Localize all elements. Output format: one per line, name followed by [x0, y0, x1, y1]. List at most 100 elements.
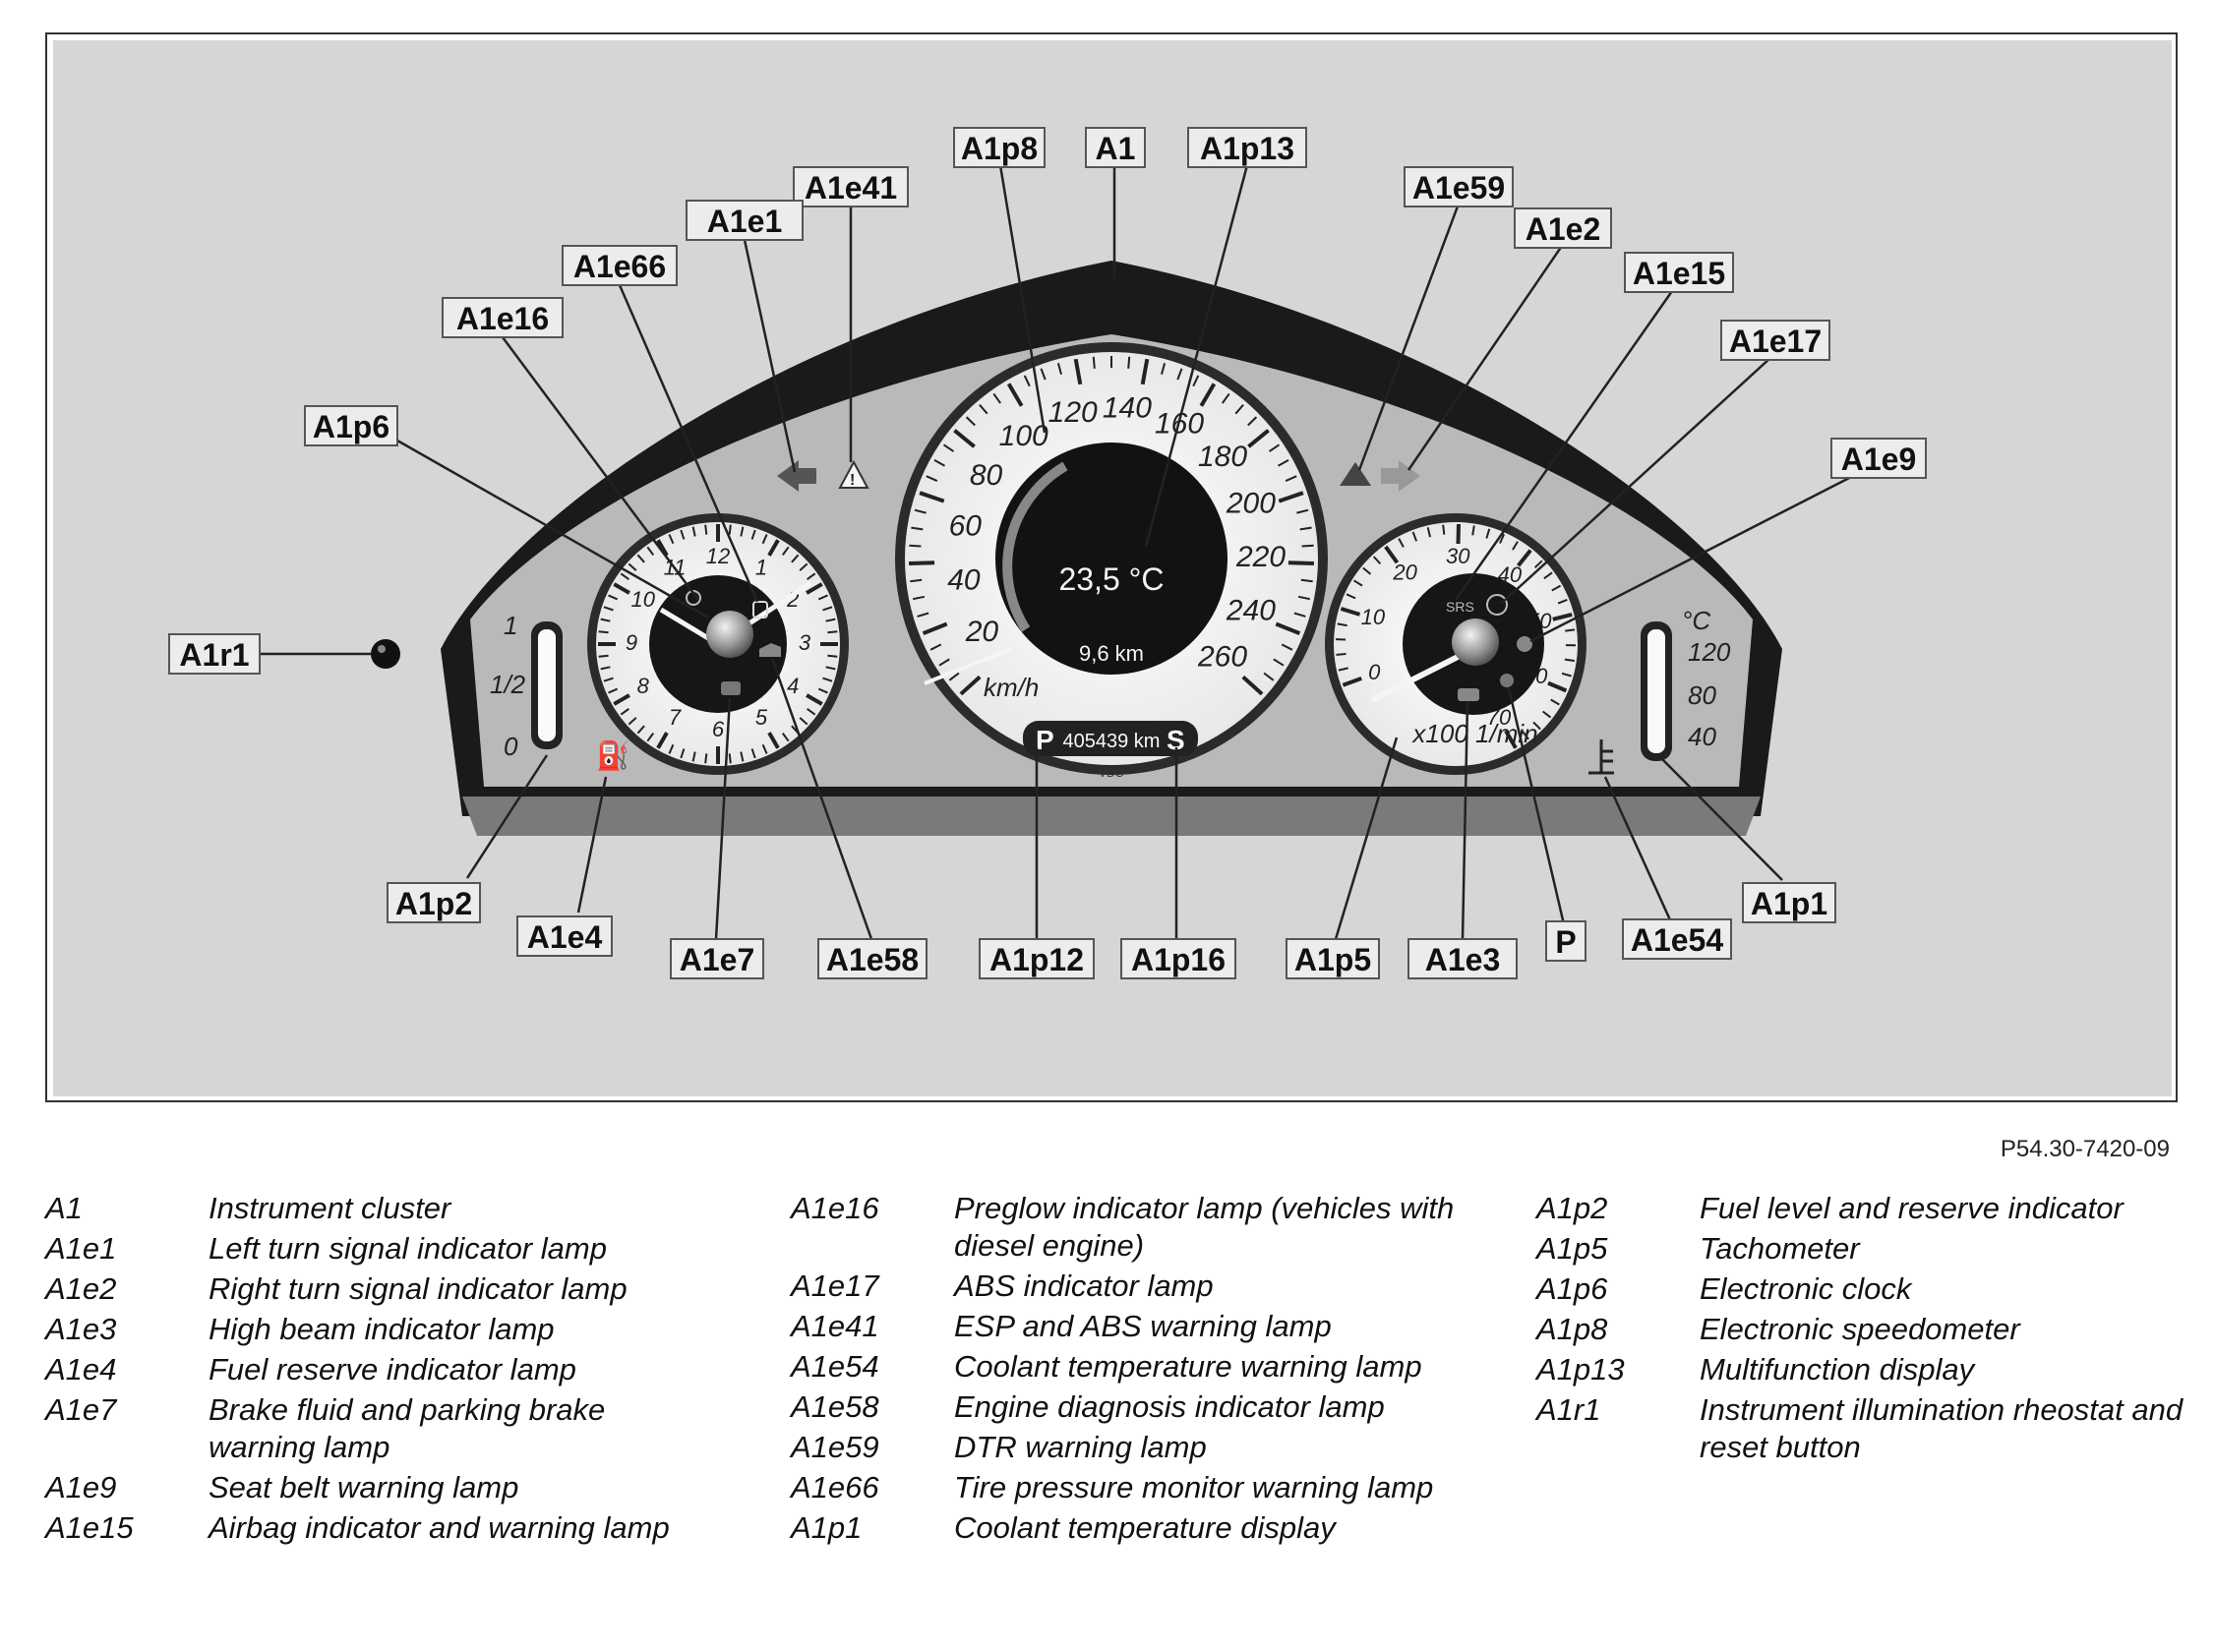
tachometer-tick	[1547, 680, 1568, 693]
clock-tick	[806, 582, 823, 595]
clock-tick	[781, 733, 790, 742]
callout-A1e17: A1e17	[1720, 320, 1830, 361]
coolant-scale-80: 80	[1688, 680, 1716, 710]
svg-text:A1e4: A1e4	[527, 919, 603, 955]
speedometer-tick	[914, 508, 927, 514]
speedometer-tick	[1287, 560, 1314, 565]
clock-tick	[799, 717, 808, 726]
legend-description: ABS indicator lamp	[954, 1268, 1214, 1303]
tachometer-tick	[1340, 607, 1361, 617]
seat-belt-warning-icon	[1517, 636, 1532, 652]
leader-A1e17	[1500, 357, 1771, 605]
speedometer-tick	[1199, 383, 1217, 407]
leader-P	[1507, 687, 1566, 925]
legend-description: Right turn signal indicator lamp	[209, 1271, 628, 1306]
coolant-scale-unit: °C	[1682, 606, 1710, 635]
tachometer-tick	[1552, 612, 1573, 621]
callout-A1e4: A1e4	[516, 915, 613, 957]
tachometer-tick	[1504, 730, 1518, 749]
svg-text:A1e1: A1e1	[707, 204, 783, 239]
callout-A1e7: A1e7	[670, 938, 764, 979]
engine-diagnosis-icon	[759, 643, 781, 657]
legend-code: A1e9	[45, 1470, 117, 1504]
svg-text:A1e66: A1e66	[573, 249, 666, 284]
clock-tick	[750, 529, 756, 540]
svg-text:A1e54: A1e54	[1631, 922, 1724, 958]
rheostat-reset-button[interactable]	[371, 639, 400, 669]
speedometer-tick	[948, 672, 960, 681]
tachometer-tick	[1541, 710, 1552, 719]
svg-text:A1p12: A1p12	[989, 942, 1084, 977]
legend-description: Instrument cluster	[209, 1191, 451, 1225]
airbag-indicator-icon: SRS	[1446, 599, 1474, 615]
tachometer-tick	[1456, 523, 1461, 545]
legend-description: Multifunction display	[1700, 1352, 1975, 1386]
legend-description: High beam indicator lamp	[209, 1312, 555, 1346]
speedometer-needle-track	[1002, 461, 1068, 632]
clock-tick	[825, 618, 836, 622]
clock-tick	[598, 654, 609, 658]
legend-description: Airbag indicator and warning lamp	[209, 1510, 670, 1545]
tachometer-tick	[1398, 538, 1405, 548]
clock-tick	[691, 751, 696, 762]
high-beam-indicator-icon	[1458, 688, 1479, 701]
clock-tick	[680, 748, 686, 759]
clock-tick	[620, 572, 629, 581]
tachometer-tick	[1384, 545, 1400, 564]
fuel-scale-empty: 0	[504, 732, 518, 761]
clock-number: 1	[755, 556, 767, 580]
clock-tick	[613, 693, 630, 706]
legend-code: A1e1	[45, 1231, 117, 1266]
leader-A1p2	[465, 754, 549, 879]
callout-A1p6: A1p6	[304, 405, 398, 446]
speedometer-tick	[1056, 362, 1062, 376]
speedometer-tick	[938, 658, 950, 667]
tachometer-tick	[1543, 571, 1553, 580]
legend-description: Coolant temperature display	[954, 1510, 1336, 1545]
speedometer-tick	[1140, 358, 1150, 385]
speedometer-tick	[1040, 368, 1047, 381]
legend-code: A1e58	[791, 1389, 879, 1424]
tachometer-center-knob	[1452, 619, 1499, 666]
clock-tick	[691, 526, 696, 537]
callout-A1e16: A1e16	[442, 297, 564, 338]
clock-number: 8	[637, 674, 650, 698]
leader-A1e54	[1603, 776, 1674, 925]
legend-description: Instrument illumination rheostat and res…	[1700, 1392, 2184, 1464]
clock-tick	[600, 666, 611, 671]
speedometer-number: 260	[1197, 641, 1247, 674]
legend-description: Tachometer	[1700, 1231, 1860, 1266]
callout-A1p8: A1p8	[953, 127, 1046, 168]
speedometer-tick	[992, 392, 1002, 404]
speedometer-tick	[919, 491, 945, 503]
clock-tick	[761, 534, 768, 545]
speedometer-tick	[1263, 672, 1275, 681]
fuel-scale-full: 1	[504, 611, 517, 640]
clock-number: 10	[631, 587, 656, 612]
clock-tick	[806, 693, 823, 706]
clock-tick	[600, 618, 611, 622]
abs-indicator-icon	[1486, 594, 1508, 616]
speedometer-tick	[1247, 416, 1258, 427]
clock-number: 9	[626, 630, 637, 655]
legend-description: Left turn signal indicator lamp	[209, 1231, 607, 1266]
speedometer-number: 100	[999, 420, 1048, 452]
legend-description: ESP and ABS warning lamp	[954, 1309, 1332, 1343]
speedometer-tick	[1285, 475, 1297, 483]
right-turn-signal-icon	[1381, 460, 1420, 492]
svg-text:A1p5: A1p5	[1294, 942, 1371, 977]
svg-text:A1e3: A1e3	[1425, 942, 1501, 977]
tachometer-tick	[1499, 533, 1506, 544]
svg-text:A1e58: A1e58	[826, 942, 919, 977]
